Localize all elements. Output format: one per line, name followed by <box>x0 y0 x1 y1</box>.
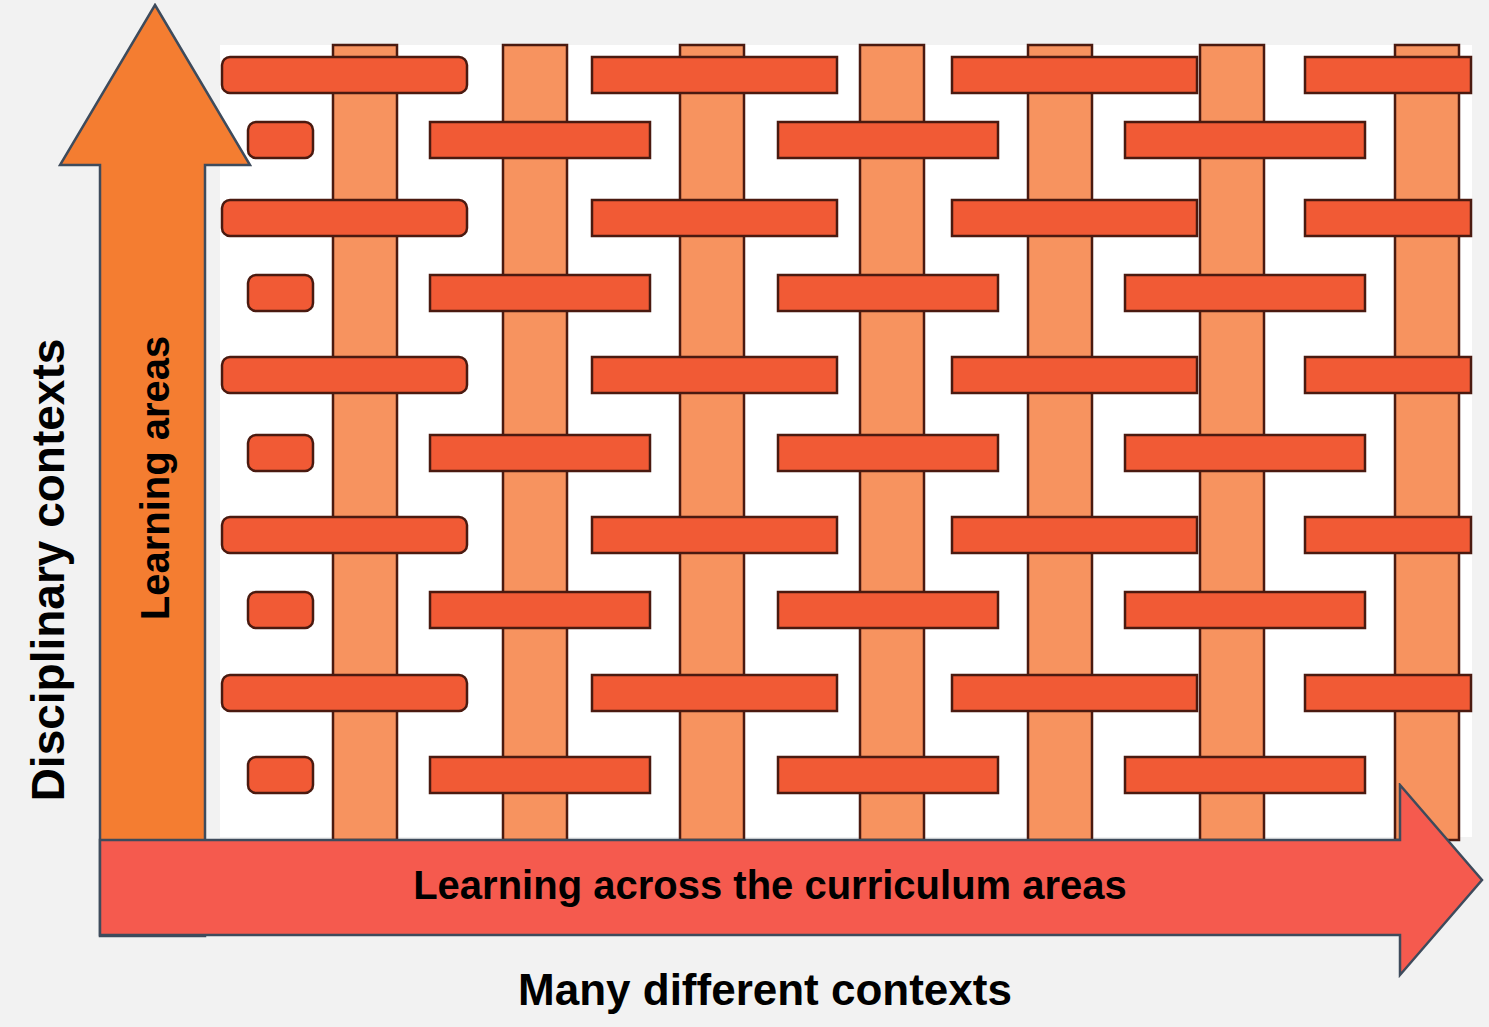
arrow-text: Learning areas <box>133 336 178 621</box>
weave-ground <box>220 45 1472 837</box>
axis-label: Disciplinary contexts <box>21 339 75 802</box>
vertical-strips <box>333 45 1459 840</box>
arrow-text: Learning across the curriculum areas <box>413 863 1127 908</box>
horizontal-arrow: Learning across the curriculum areas <box>98 783 1487 979</box>
axis-label: Many different contexts <box>518 965 1012 1015</box>
horizontal-strips <box>222 57 1471 793</box>
vertical-arrow: Learning areas <box>58 3 254 939</box>
